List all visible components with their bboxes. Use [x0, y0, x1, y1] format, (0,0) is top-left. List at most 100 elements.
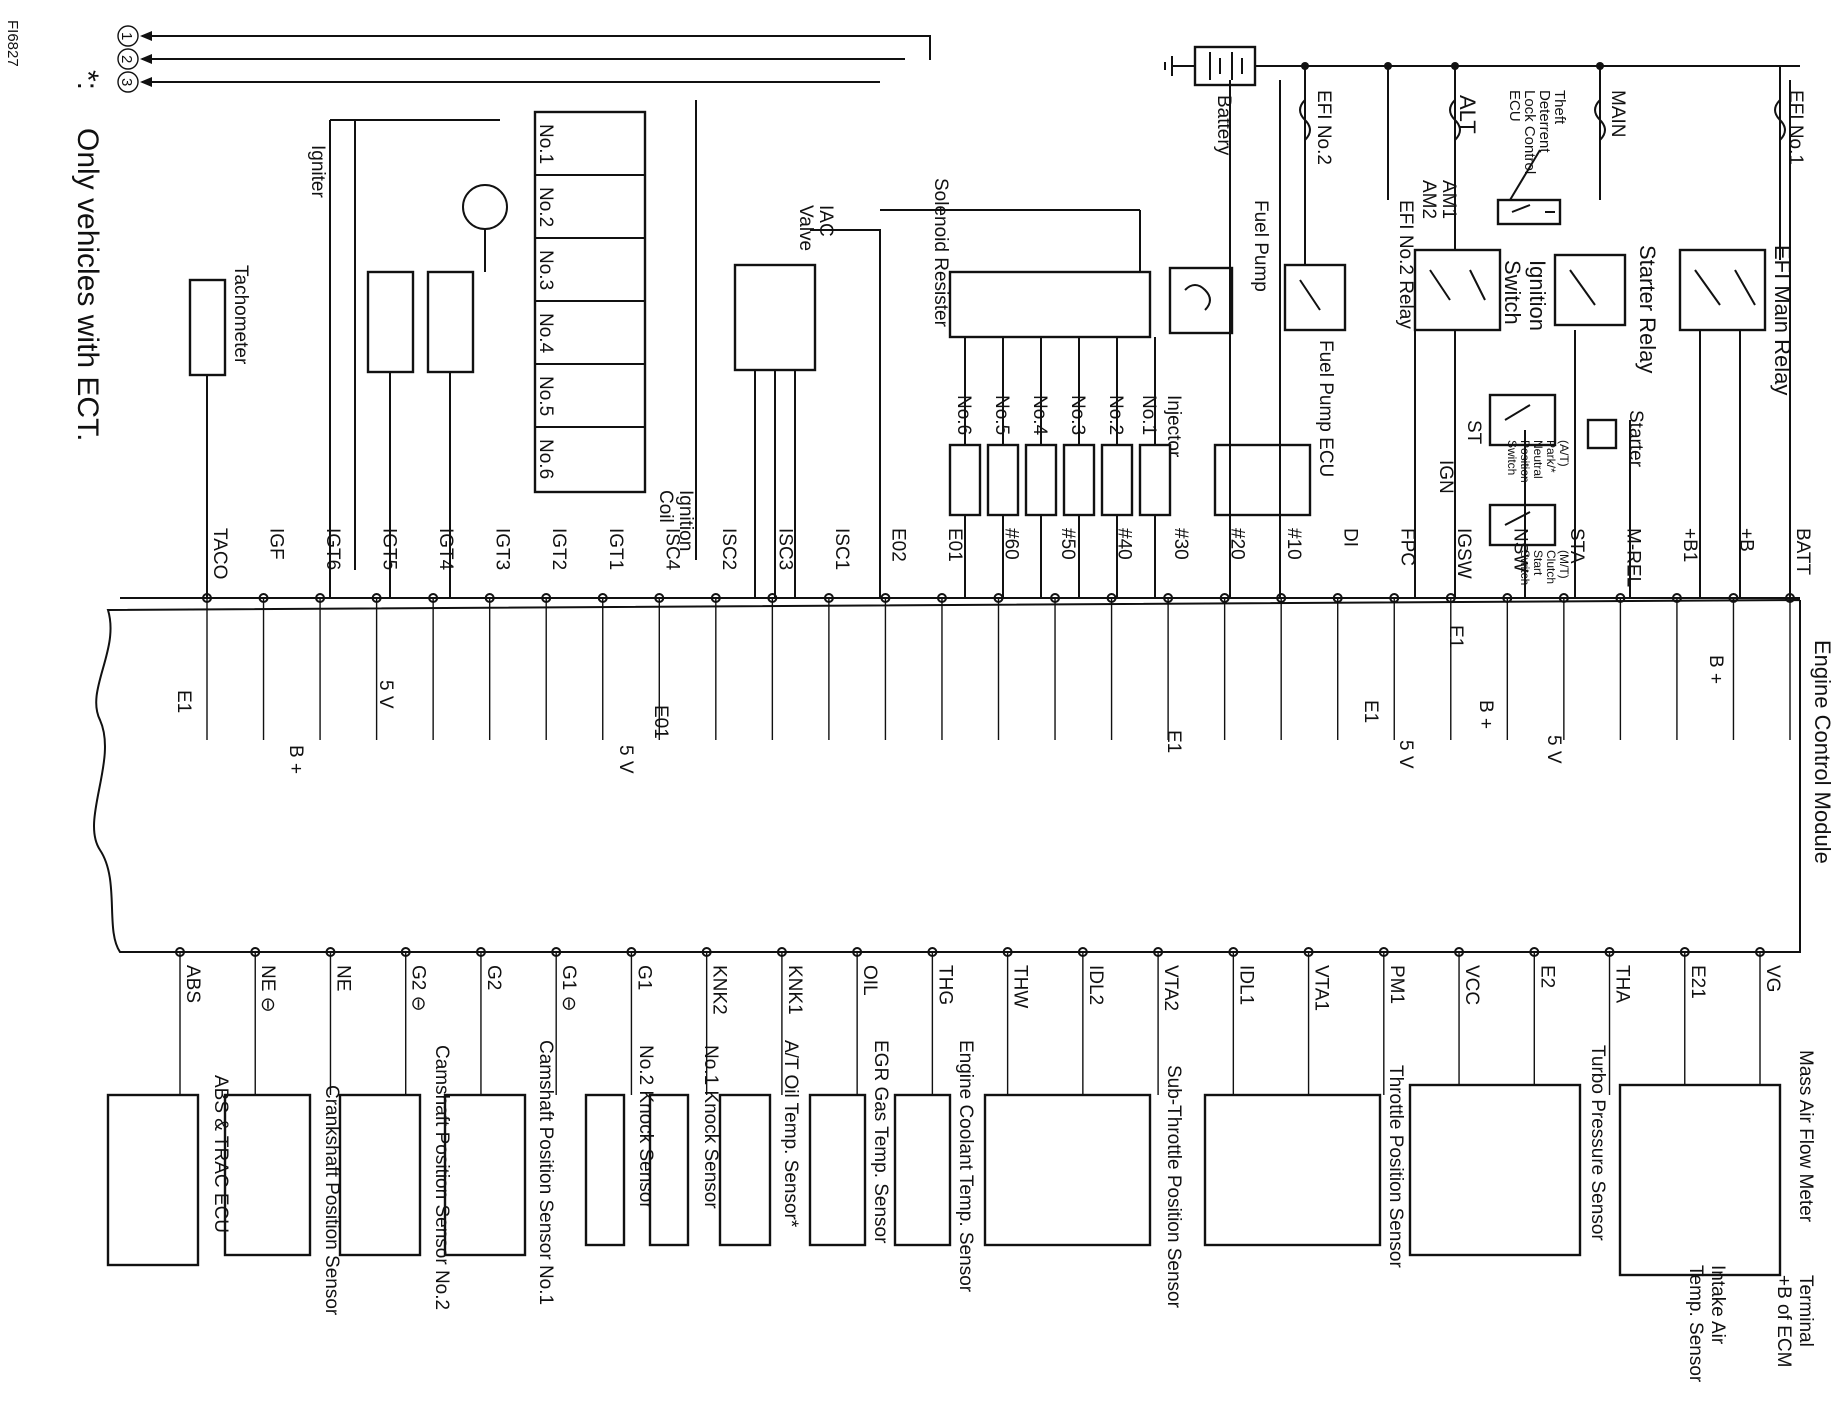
ecm-top-pin-12: E02 — [887, 528, 908, 562]
sub-throttle-label: Sub-Throttle Position Sensor — [1163, 1065, 1184, 1309]
ecm-bottom-pin-0: ABS — [182, 965, 203, 1003]
igniter: Igniter — [307, 119, 508, 598]
ecm-e1-a: E1 — [173, 690, 194, 713]
starter-relay-label: Starter Relay — [1635, 245, 1660, 373]
ecm-bottom-pin-9: OIL — [859, 965, 880, 996]
park-neutral-switch: (A/T) Park/* Neutral Position Switch — [1488, 393, 1571, 483]
ecm-top-pin-20: DI — [1340, 528, 1361, 547]
ecm-top-pin-21: FPC — [1396, 528, 1417, 566]
coolant-label: Engine Coolant Temp. Sensor — [955, 1040, 976, 1293]
injectors: Injector No.1 No.2 No.3 No.4 No.5 No.6 — [948, 337, 1184, 598]
sensor-boxes — [106, 1083, 1782, 1277]
ecm-5v-c: 5 V — [1395, 740, 1416, 769]
ecm-top-pin-22: IGSW — [1453, 528, 1474, 579]
knock2-label: No.2 Knock Sensor — [635, 1045, 656, 1209]
am2-label: AM2 — [1418, 180, 1439, 219]
turbo-label: Turbo Pressure Sensor — [1587, 1045, 1608, 1241]
coil-4: No.4 — [535, 313, 556, 354]
knock1-label: No.1 Knock Sensor — [700, 1045, 721, 1209]
ecm-5v-a: 5 V — [375, 680, 396, 709]
coil-5: No.5 — [535, 376, 556, 416]
ecm-top-pin-28: BATT — [1792, 528, 1813, 576]
battery: Battery — [1164, 45, 1800, 156]
iac-valve: IAC Valve — [733, 205, 881, 598]
ecm-bottom-pin-20: E21 — [1687, 965, 1708, 999]
ecm-top-pin-7: IGT1 — [605, 528, 626, 570]
ecm-top-pin-1: IGF — [266, 528, 287, 560]
connector-3-label: 3 — [118, 78, 135, 86]
ecm-top-pin-14: #60 — [1001, 528, 1022, 560]
starter: Starter — [1586, 410, 1646, 468]
abs-trac-label: ABS & TRAC ECU — [210, 1075, 231, 1233]
ecm-5v-d: 5 V — [1543, 735, 1564, 764]
injector-5: No.5 — [991, 395, 1012, 435]
figure-id: FI6827 — [4, 20, 21, 67]
ignition-switch-label2: Switch — [1500, 260, 1525, 325]
engine-control-module: Engine Control Module — [93, 597, 1835, 953]
battery-label: Battery — [1213, 95, 1234, 156]
ecm-bplus-b: B + — [1475, 700, 1496, 729]
ecm-bottom-pin-8: KNK1 — [784, 965, 805, 1015]
ecm-bottom-pin-21: VG — [1762, 965, 1783, 992]
ecm-bottom-pin-4: G2 — [483, 965, 504, 990]
ecm-top-pin-25: M-REL — [1622, 528, 1643, 587]
ecm-top-pin-10: ISC3 — [774, 528, 795, 570]
ecm-bottom-pin-13: VTA2 — [1160, 965, 1181, 1011]
tachometer-label: Tachometer — [230, 265, 251, 365]
throttle-label: Throttle Position Sensor — [1385, 1065, 1406, 1268]
injector-1: No.1 — [1138, 395, 1159, 435]
crankshaft-label: Crankshaft Position Sensor — [321, 1085, 342, 1316]
ecm-5v-b: 5 V — [615, 745, 636, 774]
ecm-bottom-pin-18: E2 — [1536, 965, 1557, 988]
ecm-title: Engine Control Module — [1810, 640, 1835, 864]
efi-no2-fuse: EFI No.2 — [1313, 90, 1334, 165]
ecm-bottom-pin-14: IDL1 — [1235, 965, 1256, 1005]
park-neutral-l5: Switch — [1505, 440, 1519, 475]
coil-2: No.2 — [535, 187, 556, 227]
connector-2-label: 2 — [118, 55, 135, 63]
igniter-label: Igniter — [307, 145, 328, 198]
ign-label: IGN — [1435, 460, 1456, 494]
ecm-top-pin-26: +B1 — [1679, 528, 1700, 562]
theft-line2: Deterrent — [1536, 90, 1553, 153]
ecm-bottom-pin-19: THA — [1612, 965, 1633, 1003]
efi-no1-fuse: EFI No.1 — [1785, 90, 1806, 165]
ignition-switch: AM1 AM2 Ignition Switch — [1413, 180, 1550, 332]
iat-label2: Temp. Sensor — [1685, 1265, 1706, 1383]
injector-4: No.4 — [1029, 395, 1050, 436]
ecm-top-pin-9: ISC2 — [718, 528, 739, 570]
ecm-top-pin-23: NSW — [1509, 528, 1530, 572]
fuel-pump-label: Fuel Pump — [1250, 200, 1271, 292]
efi-no2-relay-label: EFI No.2 Relay — [1395, 200, 1416, 329]
ecm-top-pin-5: IGT3 — [492, 528, 513, 570]
coil-6: No.6 — [535, 439, 556, 479]
park-neutral-l1: (A/T) — [1557, 440, 1571, 467]
camshaft2-label: Camshaft Position Sensor No.2 — [431, 1045, 452, 1310]
ecm-top-pin-13: E01 — [944, 528, 965, 562]
connector-3 — [117, 71, 139, 93]
ecm-bottom-pin-5: G1 ⊖ — [558, 965, 579, 1012]
connector-1 — [117, 25, 139, 47]
ecm-top-pin-18: #20 — [1227, 528, 1248, 560]
theft-line1: Theft — [1551, 90, 1568, 125]
ecm-top-pin-24: STA — [1566, 528, 1587, 564]
note-text: Only vehicles with ECT. — [71, 128, 104, 441]
clutch-l2: Clutch — [1544, 550, 1558, 584]
ecm-top-pin-11: ISC1 — [831, 528, 852, 570]
ecm-bottom-pin-16: PM1 — [1386, 965, 1407, 1004]
ecm-top-pin-19: #10 — [1283, 528, 1304, 560]
starter-relay: Starter Relay — [1553, 245, 1660, 373]
ecm-top-pin-8: ISC4 — [661, 528, 682, 571]
park-neutral-l3: Neutral — [1531, 440, 1545, 479]
ecm-top-pin-16: #40 — [1114, 528, 1135, 560]
ecm-bplus-c: B + — [1705, 655, 1726, 684]
solenoid-label: Solenoid Resister — [930, 178, 951, 328]
starter-label: Starter — [1625, 410, 1646, 468]
fuel-pump-ecu-label: Fuel Pump ECU — [1315, 340, 1336, 477]
clutch-l1: (M/T) — [1557, 550, 1571, 579]
efi-main-relay: EFI Main Relay — [1678, 245, 1795, 395]
ecm-top-pin-2: IGT6 — [322, 528, 343, 570]
ecm-bottom-pin-7: KNK2 — [709, 965, 730, 1015]
